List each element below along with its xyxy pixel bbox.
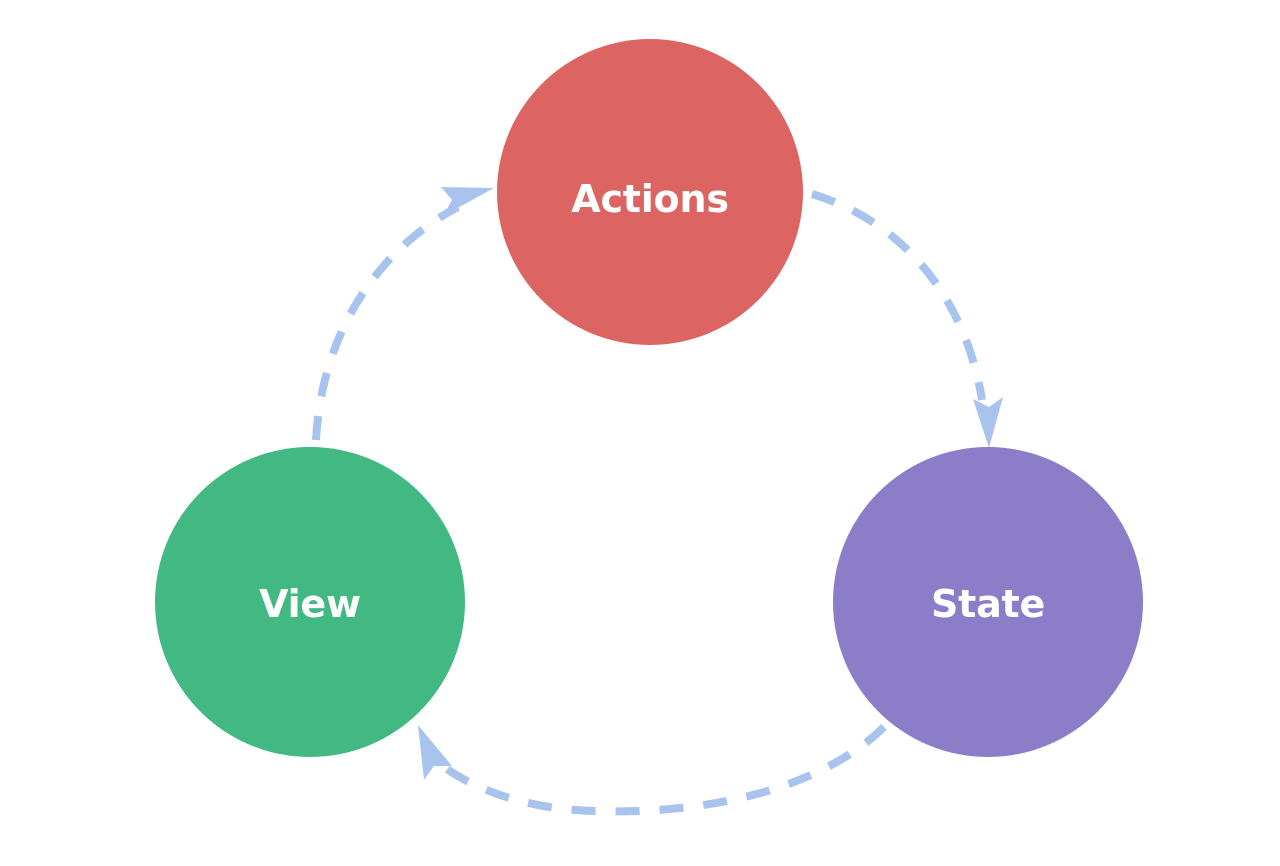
edge-view-to-actions (312, 187, 494, 441)
node-actions-circle[interactable] (497, 39, 803, 345)
edge-view-to-actions-path (312, 203, 460, 441)
node-view[interactable]: View (155, 447, 465, 757)
node-actions[interactable]: Actions (497, 39, 803, 345)
edge-view-to-actions-arrowhead (441, 187, 494, 216)
edge-state-to-view-arrowhead (418, 725, 452, 780)
edge-actions-to-state (810, 190, 1003, 448)
node-view-label: View (259, 582, 361, 626)
edge-actions-to-state-path (810, 190, 986, 401)
edge-state-to-view (418, 724, 887, 816)
node-actions-label: Actions (571, 177, 729, 221)
node-state[interactable]: State (833, 447, 1143, 757)
node-state-circle[interactable] (833, 447, 1143, 757)
node-view-circle[interactable] (155, 447, 465, 757)
edge-actions-to-state-arrowhead (973, 397, 1003, 448)
edge-state-to-view-path (437, 724, 887, 816)
node-state-label: State (931, 582, 1045, 626)
